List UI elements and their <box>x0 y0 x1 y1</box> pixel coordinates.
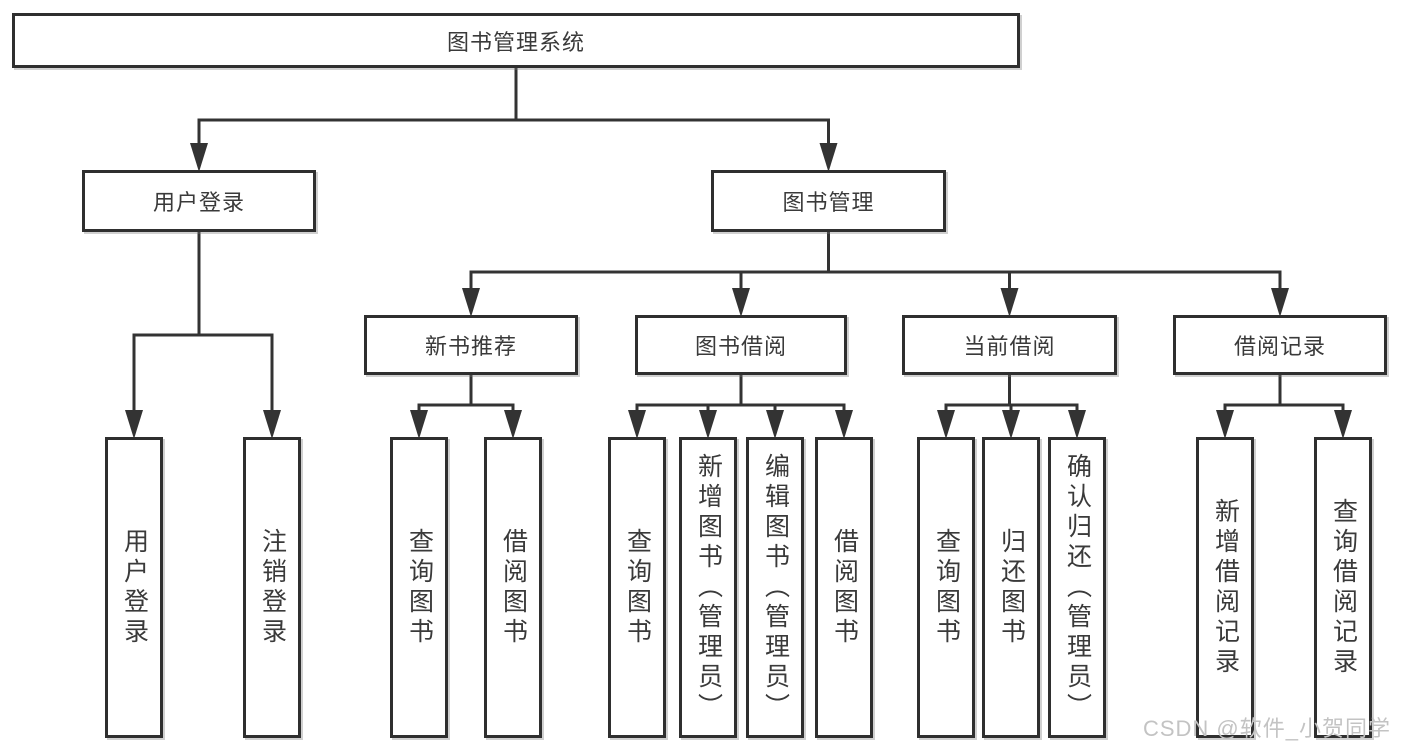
node-label: 查询图书 <box>405 527 434 648</box>
node-label: 借阅图书 <box>830 527 859 648</box>
node-leaf-bb-add: 新增图书（管理员） <box>679 437 737 738</box>
arrow-down-icon <box>462 288 480 317</box>
node-leaf-bb-borrow: 借阅图书 <box>815 437 873 738</box>
node-label: 确认归还（管理员） <box>1063 452 1092 723</box>
node-leaf-br-query: 查询借阅记录 <box>1314 437 1372 738</box>
node-label: 当前借阅 <box>963 334 1056 359</box>
arrow-down-icon <box>819 143 838 172</box>
node-leaf-user-login: 用户登录 <box>105 437 163 738</box>
node-label: 归还图书 <box>997 527 1026 648</box>
node-leaf-bb-query: 查询图书 <box>608 437 666 738</box>
node-label: 图书管理 <box>782 190 875 215</box>
arrow-down-icon <box>766 410 784 439</box>
node-label: 编辑图书（管理员） <box>761 452 790 723</box>
node-root: 图书管理系统 <box>12 13 1020 68</box>
node-leaf-cb-return: 归还图书 <box>982 437 1040 738</box>
watermark: CSDN @软件_小贺同学 <box>1142 716 1391 741</box>
arrow-down-icon <box>1334 410 1352 439</box>
node-leaf-logout: 注销登录 <box>243 437 301 738</box>
node-book-borrow: 图书借阅 <box>635 315 847 375</box>
node-label: 图书借阅 <box>694 334 787 359</box>
node-label: 查询图书 <box>623 527 652 648</box>
arrow-down-icon <box>628 410 646 439</box>
arrow-down-icon <box>504 410 522 439</box>
node-leaf-bb-edit: 编辑图书（管理员） <box>746 437 804 738</box>
node-label: 新书推荐 <box>424 334 517 359</box>
node-label: 注销登录 <box>258 527 287 648</box>
node-label: 查询图书 <box>932 527 961 648</box>
node-label: 借阅图书 <box>499 527 528 648</box>
node-label: 新增图书（管理员） <box>694 452 723 723</box>
node-label: 用户登录 <box>152 190 245 215</box>
arrow-down-icon <box>125 410 143 439</box>
arrow-down-icon <box>835 410 853 439</box>
arrow-down-icon <box>937 410 955 439</box>
arrow-down-icon <box>699 410 717 439</box>
node-label: 查询借阅记录 <box>1329 497 1358 678</box>
node-leaf-cb-query: 查询图书 <box>917 437 975 738</box>
node-label: 图书管理系统 <box>446 29 585 55</box>
node-leaf-nb-borrow: 借阅图书 <box>484 437 542 738</box>
node-leaf-br-add: 新增借阅记录 <box>1196 437 1254 738</box>
arrow-down-icon <box>732 288 750 317</box>
node-leaf-cb-confirm: 确认归还（管理员） <box>1048 437 1106 738</box>
arrow-down-icon <box>1002 410 1020 439</box>
node-current-borrow: 当前借阅 <box>902 315 1117 375</box>
node-label: 新增借阅记录 <box>1211 497 1240 678</box>
node-label: 借阅记录 <box>1233 334 1326 359</box>
arrow-down-icon <box>410 410 428 439</box>
node-user-login: 用户登录 <box>82 170 316 232</box>
arrow-down-icon <box>190 143 208 172</box>
arrow-down-icon <box>263 410 281 439</box>
arrow-down-icon <box>1068 410 1086 439</box>
node-borrow-records: 借阅记录 <box>1173 315 1387 375</box>
arrow-down-icon <box>1216 410 1234 439</box>
node-leaf-nb-query: 查询图书 <box>390 437 448 738</box>
node-label: 用户登录 <box>120 527 149 648</box>
arrow-down-icon <box>1000 288 1019 317</box>
arrow-down-icon <box>1271 288 1289 317</box>
node-new-book-rec: 新书推荐 <box>364 315 578 375</box>
node-book-mgmt: 图书管理 <box>711 170 946 232</box>
